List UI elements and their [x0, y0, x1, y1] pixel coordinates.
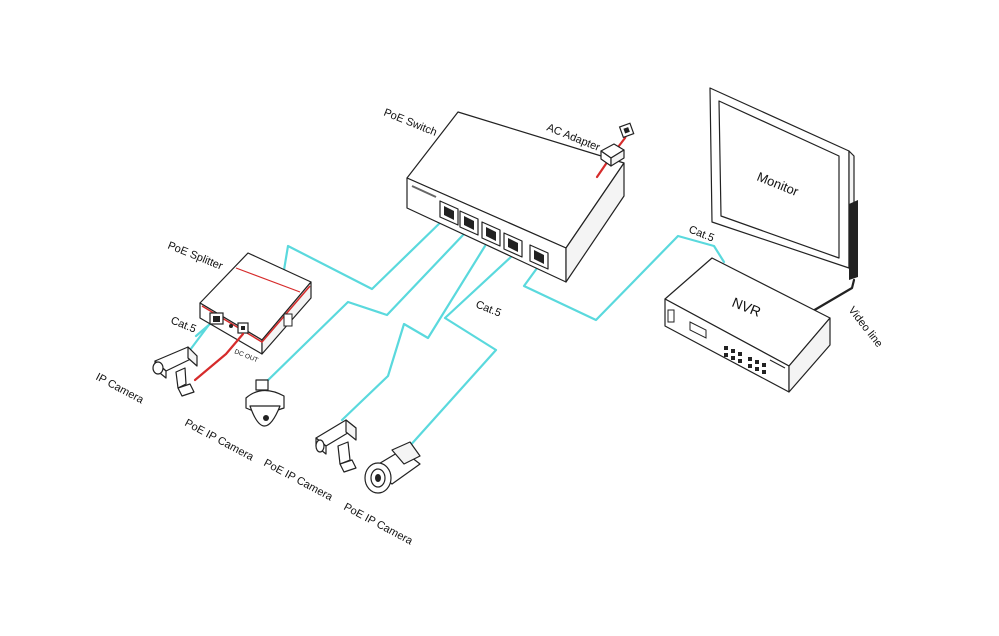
label-poe-ip-camera-2: PoE IP Camera — [262, 457, 336, 504]
video-line-cable — [804, 278, 856, 317]
monitor — [709, 87, 858, 280]
label-cat5-middle: Cat.5 — [474, 299, 503, 320]
dc-power-cable — [193, 332, 245, 382]
label-poe-ip-camera-3: PoE IP Camera — [342, 501, 416, 548]
nvr — [664, 257, 831, 393]
cable-box-to-switch — [406, 254, 514, 450]
label-dc-out: DC OUT — [233, 348, 259, 364]
label-poe-switch: PoE Switch — [382, 107, 439, 139]
box-camera — [364, 441, 421, 494]
label-video-line: Video line — [846, 304, 885, 349]
bullet-camera — [315, 419, 357, 473]
label-poe-splitter: PoE Splitter — [166, 240, 225, 273]
switch-ports — [439, 200, 549, 270]
ac-adapter — [595, 122, 635, 179]
label-ip-camera: IP Camera — [94, 371, 147, 407]
cable-bullet-to-switch — [340, 244, 487, 422]
label-poe-ip-camera-1: PoE IP Camera — [183, 417, 257, 464]
cat5-cables — [194, 216, 726, 450]
ptz-camera — [245, 379, 285, 427]
label-cat5-splitter: Cat.5 — [169, 315, 198, 336]
cable-ptz-to-switch — [260, 232, 466, 388]
ip-camera — [152, 346, 198, 397]
cable-switch-to-nvr — [522, 234, 726, 322]
poe-switch — [406, 111, 625, 283]
